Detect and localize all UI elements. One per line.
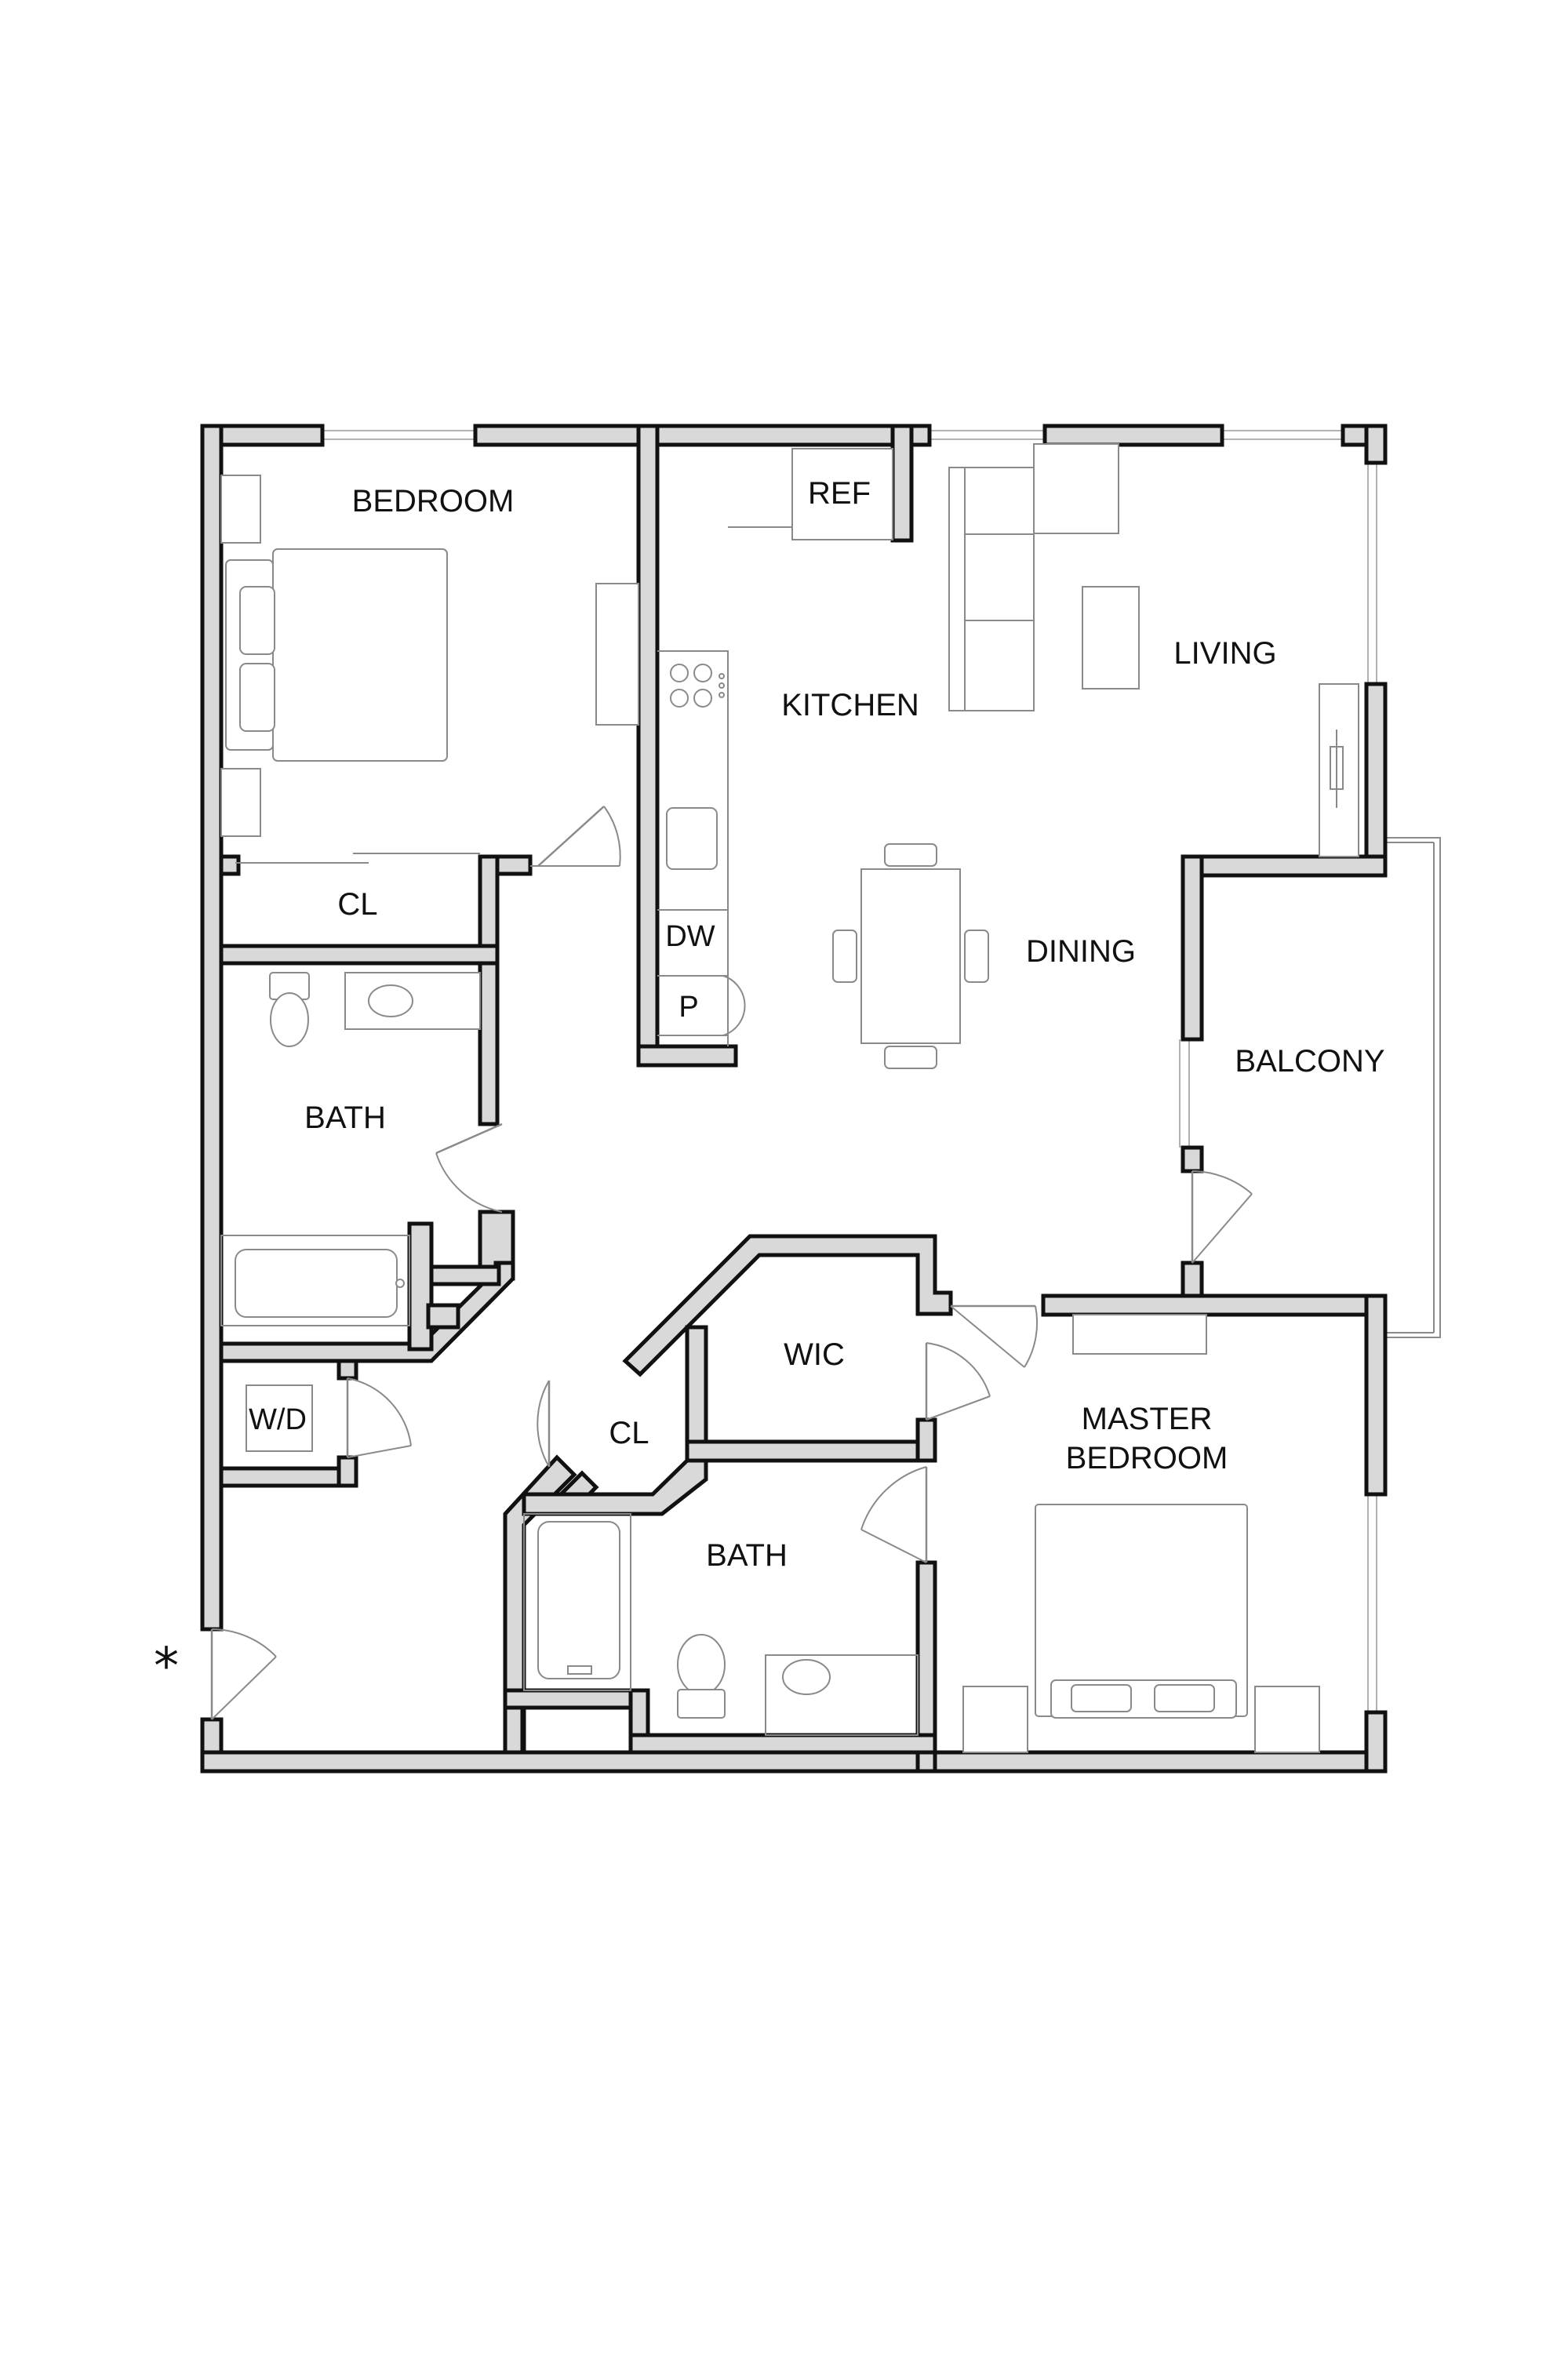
doors [210,806,1253,1720]
label-pantry: P [678,991,698,1024]
left-bath-fixtures [220,972,481,1326]
wd-fixture [246,1384,313,1452]
label-refrigerator: REF [808,476,871,511]
label-kitchen: KITCHEN [781,688,919,722]
entry-marker: * [154,1638,179,1696]
label-bedroom: BEDROOM [352,484,515,518]
bedroom-furniture [220,475,639,864]
label-living: LIVING [1173,636,1276,671]
balcony-outline [1385,837,1441,1338]
label-dishwasher: DW [665,920,715,953]
label-washer-dryer: W/D [249,1403,307,1436]
kitchen-fixtures [657,448,893,1046]
master-bedroom-furniture [962,1314,1320,1753]
label-dining: DINING [1026,934,1136,969]
dining-furniture [832,843,989,1069]
label-bath-master: BATH [706,1538,788,1573]
master-bath-fixtures [523,1513,919,1736]
windows [323,430,1377,1712]
label-walk-in-closet: WIC [784,1337,845,1372]
walls [200,424,1388,1774]
living-furniture [948,443,1359,857]
label-master-bedroom-line2: BEDROOM [1066,1441,1228,1475]
room-labels: BEDROOM CL BATH W/D REF KITCHEN DW P LIV… [154,476,1385,1696]
label-bedroom-closet: CL [337,887,377,922]
label-master-bedroom-line1: MASTER [1082,1402,1213,1436]
label-hall-closet: CL [609,1416,649,1450]
label-balcony: BALCONY [1235,1044,1384,1079]
label-bath-left: BATH [304,1101,386,1135]
